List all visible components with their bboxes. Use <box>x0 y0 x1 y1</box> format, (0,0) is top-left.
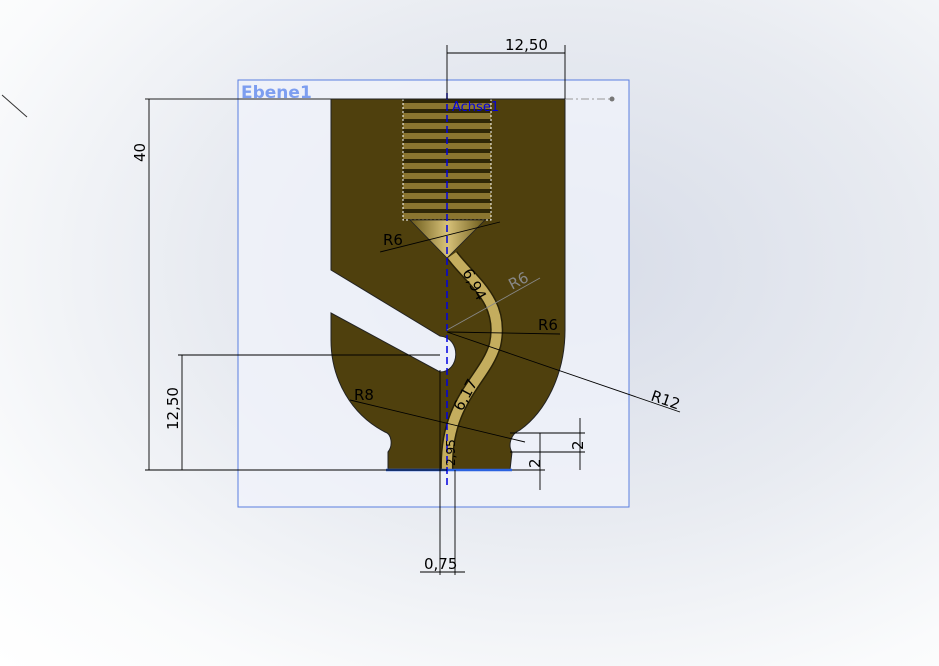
channel[interactable] <box>441 251 502 471</box>
plane-label: Ebene1 <box>241 83 312 103</box>
dim-height-slot[interactable]: 12,50 <box>164 387 182 430</box>
dim-radius-lower[interactable]: R8 <box>354 386 374 404</box>
axis-label: Achse1 <box>452 100 499 115</box>
dim-channel-len-bottom[interactable]: 2,95 <box>444 439 458 466</box>
stray-line <box>1 94 28 118</box>
dim-foot-height[interactable]: 2 <box>526 458 544 468</box>
dim-notch-height[interactable]: 2 <box>569 440 587 450</box>
part-body[interactable] <box>330 98 566 471</box>
dim-bottom-offset[interactable]: 0,75 <box>424 555 457 573</box>
dim-top-width[interactable]: 12,50 <box>505 36 548 54</box>
dim-height-total[interactable]: 40 <box>131 143 149 162</box>
dim-radius-cone[interactable]: R6 <box>383 231 403 249</box>
dim-radius-channel-mid[interactable]: R6 <box>538 316 558 334</box>
dim-radius-outer[interactable]: R12 <box>649 387 683 414</box>
dimension-lines <box>145 45 681 575</box>
